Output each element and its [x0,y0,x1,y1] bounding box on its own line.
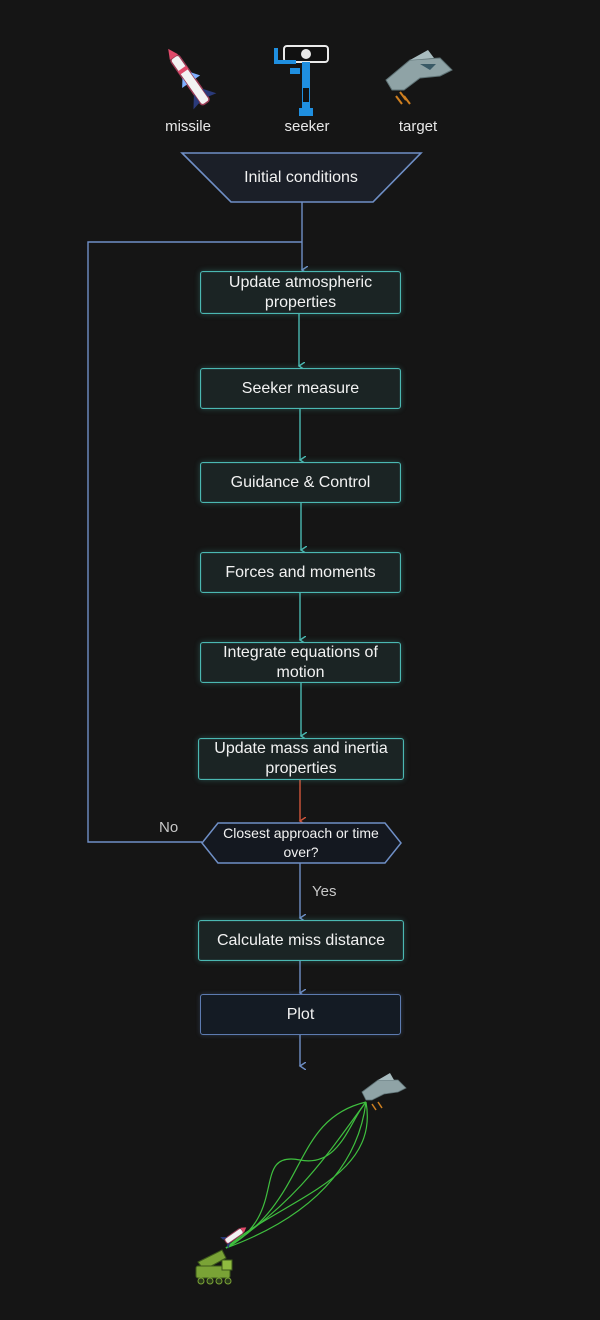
step-seeker-measure[interactable]: Seeker measure [200,368,401,409]
loop-back-connector [87,241,302,843]
step-calculate-miss-distance[interactable]: Calculate miss distance [198,920,404,961]
missile-icon [168,48,217,110]
no-edge-label: No [159,819,179,836]
initial-conditions-shape[interactable] [180,152,423,203]
decision-label: Closest approach or time over? [223,825,379,860]
missile-label: missile [165,118,211,135]
launcher-vehicle-icon [195,1249,233,1285]
step-guidance-control[interactable]: Guidance & Control [200,462,401,503]
fighter-jet-icon [385,50,453,105]
trajectory-lines [225,1101,368,1249]
step-integrate-equations-of-motion[interactable]: Integrate equations of motion [200,642,401,683]
initial-conditions-label: Initial conditions [244,169,358,186]
step-plot[interactable]: Plot [200,994,401,1035]
target-label: target [398,118,438,135]
target-jet-icon [361,1073,407,1111]
decision-shape[interactable] [201,822,402,864]
launched-missile-icon [220,1227,247,1249]
step-update-atmospheric-properties[interactable]: Update atmospheric properties [200,271,401,314]
step-update-mass-and-inertia[interactable]: Update mass and inertia properties [198,738,404,780]
camera-seeker-icon [274,45,329,116]
step-forces-and-moments[interactable]: Forces and moments [200,552,401,593]
seeker-label: seeker [284,118,330,135]
yes-edge-label: Yes [312,883,337,900]
